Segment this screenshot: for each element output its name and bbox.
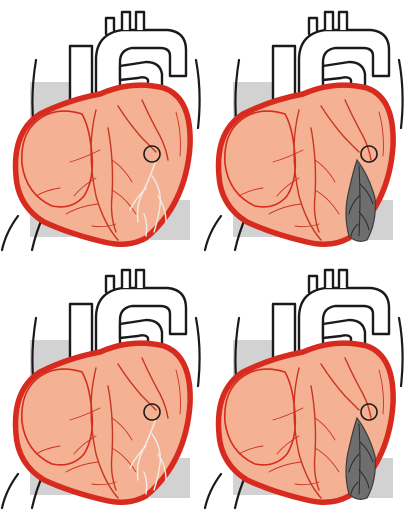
heart-anatomy	[2, 12, 200, 250]
heart-illustration	[203, 258, 406, 516]
heart-illustration	[203, 0, 406, 258]
heart-illustration	[0, 258, 203, 516]
heart-illustration	[0, 0, 203, 258]
heart-diagram-ischemia-bottom	[0, 258, 203, 516]
heart-diagram-infarction-bottom	[203, 258, 406, 516]
heart-diagram-ischemia-top	[0, 0, 203, 258]
heart-diagram-infarction-top	[203, 0, 406, 258]
heart-anatomy	[2, 270, 200, 508]
